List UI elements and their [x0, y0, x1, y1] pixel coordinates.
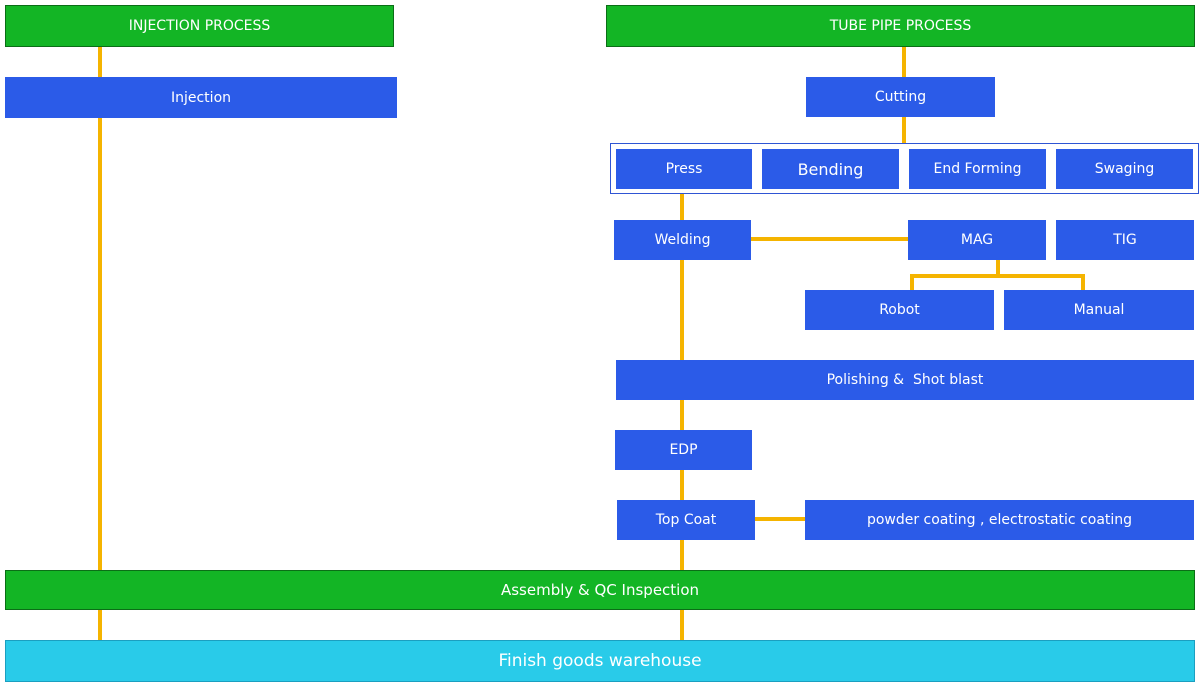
welding-step: Welding — [614, 220, 751, 260]
manual-step: Manual — [1004, 290, 1194, 330]
connector-injection-main — [98, 46, 102, 640]
connector-cutting-group — [902, 116, 906, 144]
swaging-step: Swaging — [1056, 149, 1193, 189]
assembly-qc-inspection-step: Assembly & QC Inspection — [5, 570, 1195, 610]
robot-step: Robot — [805, 290, 994, 330]
injection-step: Injection — [5, 77, 397, 118]
connector-robot-drop — [910, 274, 914, 290]
connector-header-cutting — [902, 46, 906, 77]
connector-topcoat-coating — [754, 517, 806, 521]
tig-step: TIG — [1056, 220, 1194, 260]
press-step: Press — [616, 149, 752, 189]
connector-mag-down — [996, 259, 1000, 276]
connector-tube-main — [680, 192, 684, 640]
polishing-shot-blast-step: Polishing & Shot blast — [616, 360, 1194, 400]
connector-manual-drop — [1081, 274, 1085, 290]
connector-welding-mag — [750, 237, 910, 241]
connector-robot-manual-bar — [910, 274, 1085, 278]
edp-step: EDP — [615, 430, 752, 470]
injection-process-header: INJECTION PROCESS — [5, 5, 394, 47]
bending-step: Bending — [762, 149, 899, 189]
tube-pipe-process-header: TUBE PIPE PROCESS — [606, 5, 1195, 47]
end-forming-step: End Forming — [909, 149, 1046, 189]
finish-goods-warehouse: Finish goods warehouse — [5, 640, 1195, 682]
cutting-step: Cutting — [806, 77, 995, 117]
mag-step: MAG — [908, 220, 1046, 260]
top-coat-step: Top Coat — [617, 500, 755, 540]
coating-step: powder coating , electrostatic coating — [805, 500, 1194, 540]
